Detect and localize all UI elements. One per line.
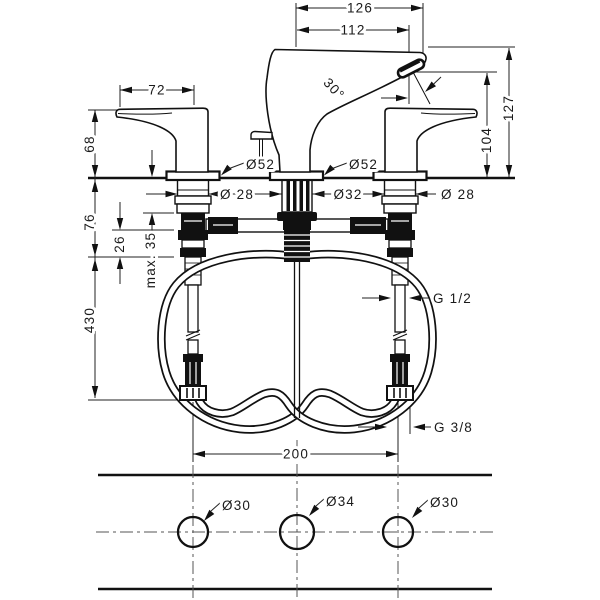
right-handle [384, 107, 478, 173]
dim-supply-thread: G 1/2 [433, 291, 472, 306]
lift-rod [250, 130, 273, 171]
dim-escutcheon-left: Ø52 [246, 157, 275, 172]
dim-below-deck-1: 76 [82, 213, 97, 230]
dim-deck-max-thickness: max. 35 [143, 232, 158, 288]
dim-hose-length: 430 [82, 307, 97, 333]
dim-shank-mid: Ø32 [333, 187, 362, 202]
dim-handle-length: 72 [148, 83, 165, 98]
spout-underdeck [277, 179, 317, 418]
hole-left [176, 515, 210, 549]
hole-mid [278, 513, 316, 551]
flexible-supply-hoses [157, 249, 437, 434]
drilling-template [96, 440, 494, 598]
dim-width-to-outlet: 112 [340, 23, 365, 38]
dim-escutcheon-mid: Ø52 [349, 157, 378, 172]
dim-hole-left: Ø30 [222, 498, 251, 513]
dim-shank-right: Ø 28 [441, 187, 475, 202]
dim-below-deck-2: 26 [112, 235, 127, 252]
dimension-labels: 126 112 72 68 76 26 max. 35 430 30° 104 … [79, 0, 519, 516]
dim-hose-thread: G 3/8 [434, 420, 473, 435]
dim-total-height: 127 [501, 95, 516, 121]
dim-hole-mid: Ø34 [326, 494, 355, 509]
dimension-lines [91, 4, 513, 458]
dim-hole-right: Ø30 [430, 495, 459, 510]
dim-shank-left: Ø 28 [220, 187, 254, 202]
hose-end-nuts [179, 385, 414, 401]
dim-width-to-tip: 126 [347, 1, 373, 16]
hole-right [381, 515, 415, 549]
dim-handle-height: 68 [82, 135, 97, 152]
left-handle [115, 107, 209, 173]
dim-outlet-height: 104 [479, 127, 494, 153]
extension-lines [88, 3, 515, 462]
dim-hole-spacing: 200 [283, 447, 309, 462]
spout-body [250, 48, 431, 173]
